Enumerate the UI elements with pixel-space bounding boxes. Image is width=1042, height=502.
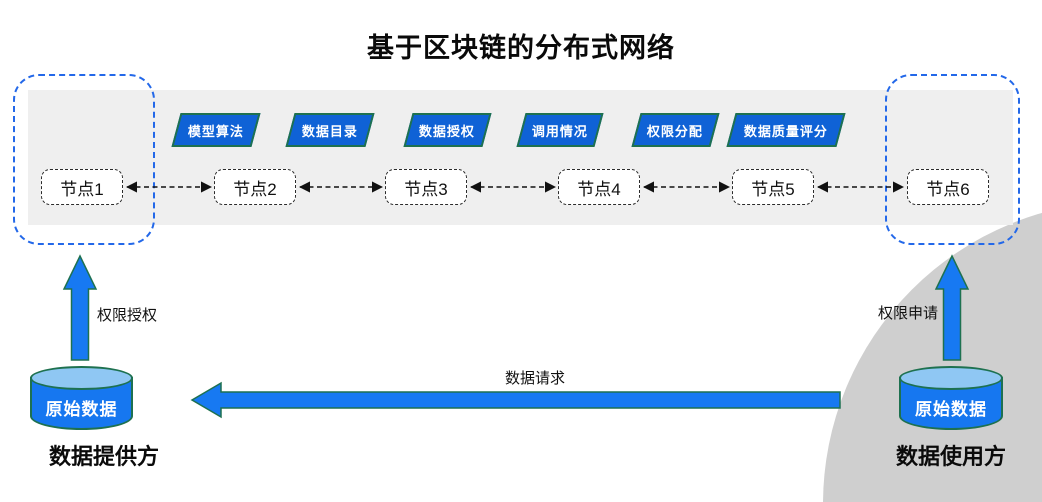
tag-permission-allocation-label: 权限分配 — [647, 123, 704, 139]
provider-node-zone — [13, 74, 155, 245]
tag-invocation-status-label: 调用情况 — [531, 123, 588, 139]
provider-authorize-up-arrow — [62, 254, 98, 361]
tag-data-quality-score-label: 数据质量评分 — [743, 123, 828, 139]
consumer-database-cylinder: 原始数据 — [899, 366, 1003, 430]
node-5-label: 节点5 — [751, 179, 795, 199]
tag-data-catalog-label: 数据目录 — [301, 123, 358, 139]
consumer-role-label: 数据使用方 — [895, 444, 1007, 469]
tag-permission-allocation: 权限分配 — [631, 113, 720, 147]
consumer-apply-up-arrow — [934, 254, 970, 361]
provider-database-label: 原始数据 — [45, 400, 118, 419]
node-6-label: 节点6 — [926, 179, 970, 199]
consumer-database-cylinder-top — [899, 366, 1003, 390]
provider-database-cylinder-top — [30, 366, 133, 390]
data-request-arrow-label: 数据请求 — [504, 370, 566, 387]
consumer-apply-arrow-label: 权限申请 — [878, 305, 939, 322]
tag-model-algorithm-label: 模型算法 — [187, 123, 244, 139]
node-6: 节点6 — [907, 169, 989, 205]
consumer-database-label: 原始数据 — [915, 400, 987, 419]
tag-invocation-status: 调用情况 — [516, 113, 604, 147]
blockchain-band — [28, 90, 1013, 225]
node-3-label: 节点3 — [404, 179, 448, 199]
data-request-left-arrow — [190, 381, 841, 419]
node-1-label: 节点1 — [60, 179, 104, 199]
provider-database-cylinder: 原始数据 — [30, 366, 133, 430]
node-2: 节点2 — [214, 169, 296, 205]
page-title: 基于区块链的分布式网络 — [367, 33, 675, 63]
tag-model-algorithm: 模型算法 — [171, 113, 261, 147]
tag-data-authorization: 数据授权 — [403, 113, 492, 147]
node-4-label: 节点4 — [577, 179, 621, 199]
node-5: 节点5 — [732, 169, 814, 205]
tag-data-quality-score: 数据质量评分 — [726, 113, 846, 147]
provider-authorize-arrow-label: 权限授权 — [97, 307, 158, 324]
node-1: 节点1 — [41, 169, 123, 205]
node-2-label: 节点2 — [233, 179, 277, 199]
node-4: 节点4 — [558, 169, 640, 205]
tag-data-catalog: 数据目录 — [285, 113, 375, 147]
tag-data-authorization-label: 数据授权 — [419, 123, 476, 139]
provider-role-label: 数据提供方 — [48, 444, 160, 469]
consumer-node-zone — [885, 74, 1020, 245]
node-3: 节点3 — [385, 169, 467, 205]
